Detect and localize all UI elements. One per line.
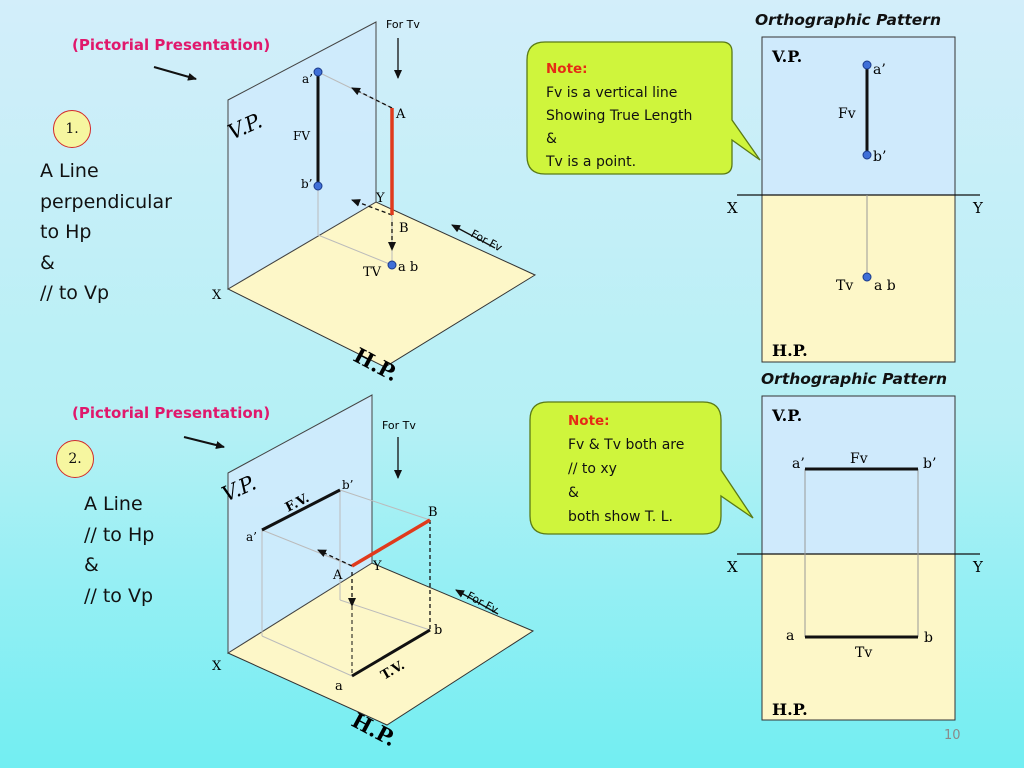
ortho-hp-label-1: H.P.: [772, 341, 808, 360]
ortho-a-2: a: [786, 628, 794, 644]
label-fv-1: FV: [293, 129, 310, 143]
note-heading-2: Note:: [568, 413, 610, 429]
label-B-2: B: [428, 505, 438, 520]
label-y-1: Y: [375, 191, 385, 206]
ortho-a-prime-1: a’: [873, 62, 886, 78]
ortho-point-b-prime-1: [862, 150, 872, 160]
ortho-tv-label-2: Tv: [855, 645, 872, 661]
ortho-vp-label-1: V.P.: [771, 47, 802, 66]
description-1: A Line perpendicular to Hp & // to Vp: [40, 160, 172, 304]
point-b-prime-1: [313, 181, 323, 191]
ortho-y-2: Y: [972, 558, 984, 576]
note-line-1-3: &: [546, 131, 557, 147]
ortho-vp-2: [762, 396, 955, 554]
ortho-b-prime-2: b’: [923, 456, 936, 472]
description-2: A Line // to Hp & // to Vp: [84, 493, 155, 607]
label-a-prime-1: a’: [302, 72, 313, 86]
ortho-hp-label-2: H.P.: [772, 700, 808, 719]
tv-line-2: [351, 628, 431, 678]
page-number: 10: [944, 728, 961, 743]
ortho-vp-label-2: V.P.: [771, 406, 802, 425]
note-line-2-4: both show T. L.: [568, 509, 673, 525]
ortho-title-1: Orthographic Pattern: [755, 11, 941, 29]
label-B-1: B: [399, 221, 409, 236]
ortho-x-2: X: [727, 558, 738, 576]
ortho-vp-1: [762, 37, 955, 195]
ortho-y-1: Y: [972, 199, 984, 217]
vp-plane-2: [227, 394, 373, 654]
label-b-prime-1: b’: [301, 177, 313, 191]
ortho-ab-label-1: a b: [874, 278, 896, 294]
pictorial-label-2: (Pictorial Presentation): [72, 404, 271, 422]
note-line-1-1: Fv is a vertical line: [546, 85, 677, 101]
label-a-prime-2: a’: [246, 530, 257, 544]
ortho-diagram-2: V.P. H.P. a’ b’ Fv X Y a b Tv: [727, 395, 984, 721]
pictorial-diagram-1: For Tv For Fv V.P. H.P. a’ b’ FV A B X Y…: [153, 18, 537, 386]
fv-line-2: [261, 488, 341, 532]
ortho-title-2: Orthographic Pattern: [761, 370, 947, 388]
note-callout-1: [526, 41, 761, 175]
note-heading-1: Note:: [546, 61, 588, 77]
note-callout-2: [529, 401, 754, 535]
ortho-b-prime-1: b’: [873, 149, 886, 165]
point-a-prime-1: [313, 67, 323, 77]
ortho-hp-1: [762, 195, 955, 362]
label-x-1: X: [212, 288, 222, 303]
ortho-x-1: X: [727, 199, 738, 217]
ortho-fv-label-2: Fv: [850, 451, 868, 467]
ortho-tv-label-1: Tv: [836, 278, 853, 294]
note-line-2-2: // to xy: [568, 461, 617, 477]
note-line-2-1: Fv & Tv both are: [568, 437, 684, 453]
label-x-2: X: [212, 659, 222, 674]
ortho-point-a-prime-1: [862, 60, 872, 70]
ortho-point-tv-1: [862, 272, 872, 282]
note-line-1-4: Tv is a point.: [545, 154, 636, 170]
label-b-2: b: [434, 623, 442, 638]
pictorial-diagram-2: For Tv For Fv V.P. F.V. T.V. H.P. a’ b’ …: [183, 394, 535, 751]
label-A-2: A: [332, 568, 343, 583]
number-badge-1: 1.: [53, 110, 91, 148]
note-line-1-2: Showing True Length: [546, 108, 692, 124]
label-b-prime-2: b’: [342, 478, 354, 492]
label-y-2: Y: [372, 559, 382, 574]
line-ab-2: [351, 518, 431, 568]
vp-plane-1: [227, 21, 377, 290]
for-tv-label-2: For Tv: [382, 419, 416, 432]
ortho-diagram-1: V.P. H.P. a’ b’ Fv X Y Tv a b: [727, 36, 984, 363]
label-tv-1: TV: [363, 265, 382, 280]
label-a-2: a: [335, 679, 343, 694]
number-badge-2: 2.: [56, 440, 94, 478]
note-line-2-3: &: [568, 485, 579, 501]
for-tv-label-1: For Tv: [386, 18, 420, 31]
label-A-1: A: [395, 107, 406, 122]
point-tv-1: [387, 260, 397, 270]
ortho-fv-label-1: Fv: [838, 106, 856, 122]
label-ab-1: a b: [398, 260, 418, 275]
pictorial-label-1: (Pictorial Presentation): [72, 36, 271, 54]
ortho-a-prime-2: a’: [792, 456, 805, 472]
ortho-b-2: b: [924, 630, 933, 646]
